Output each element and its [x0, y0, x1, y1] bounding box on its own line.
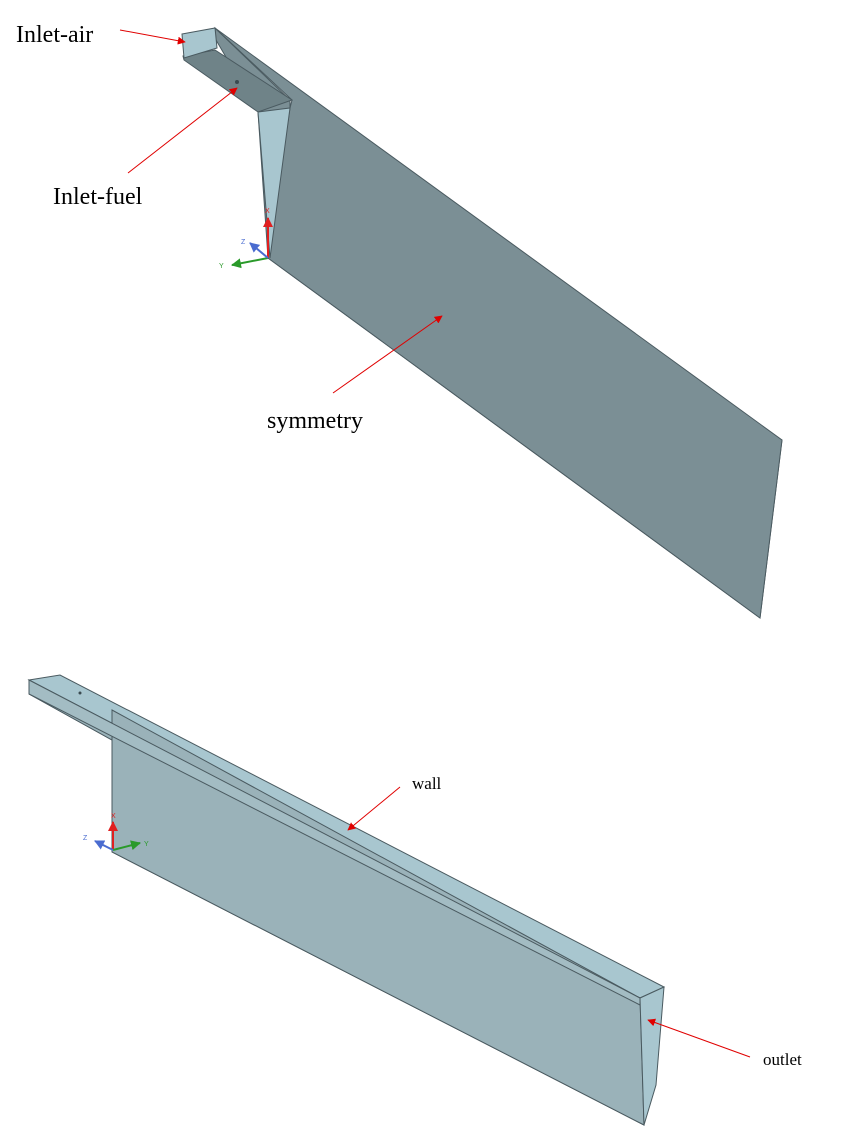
wedge-face	[257, 107, 291, 259]
top-axis-x-label: X	[265, 208, 270, 215]
inlet-air-label: Inlet-air	[16, 22, 93, 48]
wall-arrow	[347, 786, 401, 831]
symmetry-label: symmetry	[267, 408, 363, 434]
fuel-inlet-dot	[235, 80, 239, 84]
outlet-arrow	[647, 1018, 751, 1058]
bottom-axis-y-label: Y	[144, 841, 149, 848]
outlet-label: outlet	[763, 1050, 802, 1069]
top-axis-y-label: Y	[219, 263, 224, 270]
top-view: X Y Z Inlet-air Inlet-fuel symmetry	[16, 22, 783, 619]
top-axis-triad: X Y Z	[219, 208, 273, 270]
inlet-fuel-label: Inlet-fuel	[53, 184, 143, 210]
inlet-fuel-arrow	[127, 87, 238, 174]
inlet-air-arrow	[119, 29, 186, 45]
bottom-fuel-inlet-dot	[78, 691, 82, 695]
inlet-air-face	[181, 27, 218, 59]
outlet-face	[639, 986, 665, 1126]
bottom-view: X Y Z wall outlet	[27, 674, 802, 1126]
bottom-axis-x-label: X	[111, 813, 116, 820]
top-axis-z-label: Z	[241, 239, 246, 246]
bottom-axis-z-label: Z	[83, 835, 88, 842]
symmetry-arrow	[332, 315, 443, 394]
symmetry-face-main	[214, 27, 783, 619]
bottom-axis-triad: X Y Z	[83, 813, 149, 851]
wall-label: wall	[412, 774, 442, 793]
